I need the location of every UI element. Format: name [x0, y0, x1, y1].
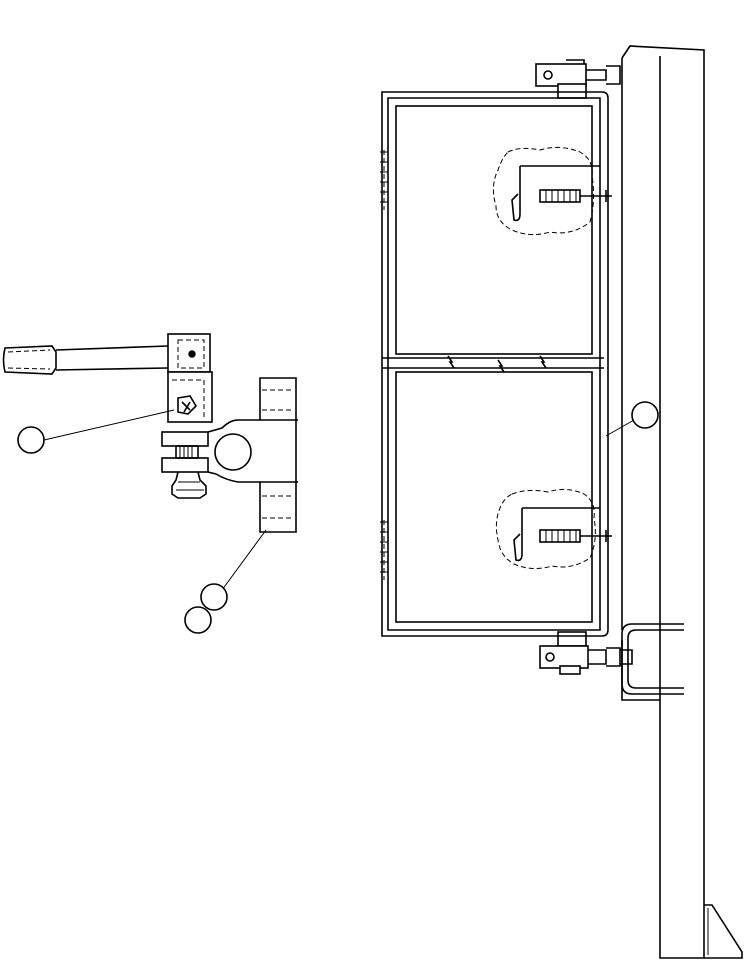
- bracket-body: [207, 377, 297, 533]
- right-callouts: [605, 401, 659, 437]
- clevis-nut: [175, 445, 199, 459]
- leader-lever: [43, 409, 175, 441]
- upper-hinge-hole: [543, 70, 553, 80]
- lower-hinge-plate: [539, 645, 589, 669]
- lower-latch-rod: [580, 530, 612, 542]
- clevis-plate-bottom: [161, 457, 209, 473]
- callout-circle-lever: [17, 426, 45, 454]
- upper-latch-hook: [511, 165, 600, 222]
- lever-upper-hidden: [177, 339, 205, 369]
- lower-latch-coil: [545, 530, 577, 542]
- upper-latch-cutaway: [492, 146, 595, 236]
- clevis-nut-hatch: [179, 446, 193, 458]
- upper-hinge-block: [557, 83, 587, 99]
- frame-seal-marks: [380, 151, 388, 573]
- clevis-plate-top: [161, 431, 209, 447]
- left-callouts: [17, 409, 267, 634]
- lower-hinge-hole: [545, 652, 555, 662]
- lower-latch-hook: [513, 507, 600, 562]
- window-frame-inner: [387, 97, 601, 631]
- lower-latch-cutaway: [495, 488, 596, 570]
- lever-handle-grip: [2, 345, 57, 375]
- lever-grip-dash: [7, 349, 51, 370]
- bolt-shank: [171, 471, 207, 499]
- lever-cam-mark: [181, 401, 191, 413]
- break-mark-1: [447, 355, 455, 369]
- lower-pane: [395, 371, 593, 623]
- bracket-hidden: [262, 389, 294, 519]
- upper-hinge-bar: [566, 59, 585, 64]
- window-divider: [382, 357, 604, 369]
- callout-circle-bracket-a: [200, 583, 228, 611]
- post-u-clamp: [621, 623, 684, 695]
- lower-hinge-tab: [559, 665, 581, 675]
- bolt-detail: [176, 481, 204, 491]
- lever-pin-dot: [188, 350, 196, 358]
- lower-hinge-bolt: [588, 647, 633, 667]
- upper-pane: [395, 105, 593, 355]
- bracket-hole: [214, 433, 252, 471]
- leader-bracket: [221, 529, 267, 591]
- lever-shaft: [55, 345, 169, 371]
- lever-cam: [177, 395, 198, 415]
- break-mark-3: [539, 355, 547, 369]
- lower-hinge-block: [557, 631, 587, 647]
- window-frame-outer: [381, 91, 609, 637]
- lever-lower-hidden: [172, 379, 205, 420]
- break-mark-2: [497, 359, 505, 373]
- lever-assembly: [2, 333, 298, 533]
- upper-latch-coil: [545, 190, 577, 202]
- post-outline: [621, 45, 705, 959]
- upper-latch-rod: [580, 190, 612, 202]
- callout-circle-bracket-b: [184, 606, 212, 634]
- leader-frame: [605, 419, 635, 437]
- upper-hinge-bolt: [586, 65, 621, 85]
- bracket-step: [260, 419, 298, 483]
- post-assembly: [380, 45, 743, 959]
- callout-circle-frame: [631, 401, 659, 429]
- post-base: [704, 904, 743, 959]
